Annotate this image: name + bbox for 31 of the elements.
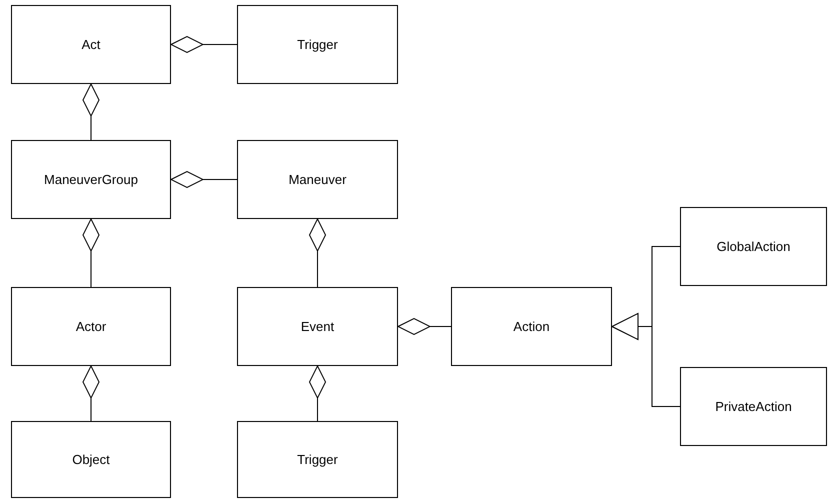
aggregation-connector [82,366,100,422]
class-name: Object [72,452,110,467]
class-box [451,287,612,366]
class-box [680,367,827,446]
class-name: Maneuver [288,172,346,187]
class-name: Actor [76,319,106,334]
class-name: PrivateAction [715,399,792,414]
class-name: GlobalAction [716,239,790,254]
class-name: Act [82,37,100,52]
aggregation-connector [82,84,100,140]
class-box [11,287,171,366]
class-name: ManeuverGroup [44,172,138,187]
class-name: Action [513,319,550,334]
aggregation-connector [309,366,326,422]
class-name: Trigger [297,452,338,467]
aggregation-connector [170,36,238,53]
class-name: Event [300,319,334,334]
class-name: Trigger [297,37,338,52]
class-box [11,421,171,498]
aggregation-connector [170,171,238,188]
aggregation-connector [398,318,452,335]
generalization-arrow [612,313,680,407]
aggregation-connector [309,218,326,288]
class-box [237,421,398,498]
aggregation-connector [82,218,100,288]
class-box [11,140,171,219]
class-box [237,5,398,84]
class-box [237,140,398,219]
class-box [680,207,827,286]
class-box [11,5,171,84]
class-box [237,287,398,366]
